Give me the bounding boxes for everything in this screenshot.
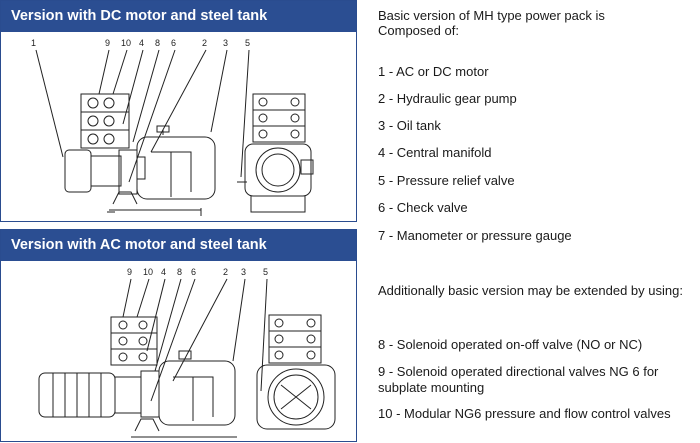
- basic-item-5: 5 - Pressure relief valve: [378, 173, 515, 188]
- basic-item-3: 3 - Oil tank: [378, 118, 441, 133]
- dc-callout-2: 2: [202, 38, 207, 48]
- intro-line-1: Basic version of MH type power pack is: [378, 8, 605, 23]
- ac-callout-5: 5: [263, 267, 268, 277]
- ac-callout-9: 9: [127, 267, 132, 277]
- dc-callout-numbers: 1 9 10 4 8 6 2 3 5: [31, 38, 250, 48]
- intro-line-2: Composed of:: [378, 23, 459, 38]
- basic-item-4: 4 - Central manifold: [378, 145, 492, 160]
- ac-callout-8: 8: [177, 267, 182, 277]
- extended-item-10: 10 - Modular NG6 pressure and flow contr…: [378, 406, 671, 421]
- dc-power-pack-drawing: 1 9 10 4 8 6 2 3 5: [31, 38, 314, 216]
- extended-item-8: 8 - Solenoid operated on-off valve (NO o…: [378, 337, 643, 352]
- dc-version-panel: Version with DC motor and steel tank: [0, 0, 357, 222]
- ac-callout-numbers: 9 10 4 8 6 2 3 5: [127, 267, 268, 277]
- ac-callout-3: 3: [241, 267, 246, 277]
- ac-callout-10: 10: [143, 267, 153, 277]
- extended-intro: Additionally basic version may be extend…: [378, 283, 683, 298]
- dc-callout-5: 5: [245, 38, 250, 48]
- ac-power-pack-drawing: 9 10 4 8 6 2 3 5: [38, 267, 336, 438]
- dc-callout-9: 9: [105, 38, 110, 48]
- basic-item-6: 6 - Check valve: [378, 200, 468, 215]
- dc-callout-4: 4: [139, 38, 144, 48]
- dc-callout-10: 10: [121, 38, 131, 48]
- ac-callout-2: 2: [223, 267, 228, 277]
- ac-callout-6: 6: [191, 267, 196, 277]
- dc-panel-title: Version with DC motor and steel tank: [1, 1, 356, 32]
- basic-item-1: 1 - AC or DC motor: [378, 64, 489, 79]
- ac-callout-4: 4: [161, 267, 166, 277]
- ac-version-panel: Version with AC motor and steel tank: [0, 229, 357, 442]
- dc-callout-8: 8: [155, 38, 160, 48]
- ac-panel-title: Version with AC motor and steel tank: [1, 230, 356, 261]
- extended-item-9: 9 - Solenoid operated directional valves…: [378, 364, 659, 395]
- basic-item-2: 2 - Hydraulic gear pump: [378, 91, 517, 106]
- dc-callout-1: 1: [31, 38, 36, 48]
- dc-callout-3: 3: [223, 38, 228, 48]
- basic-item-7: 7 - Manometer or pressure gauge: [378, 228, 572, 243]
- dc-callout-6: 6: [171, 38, 176, 48]
